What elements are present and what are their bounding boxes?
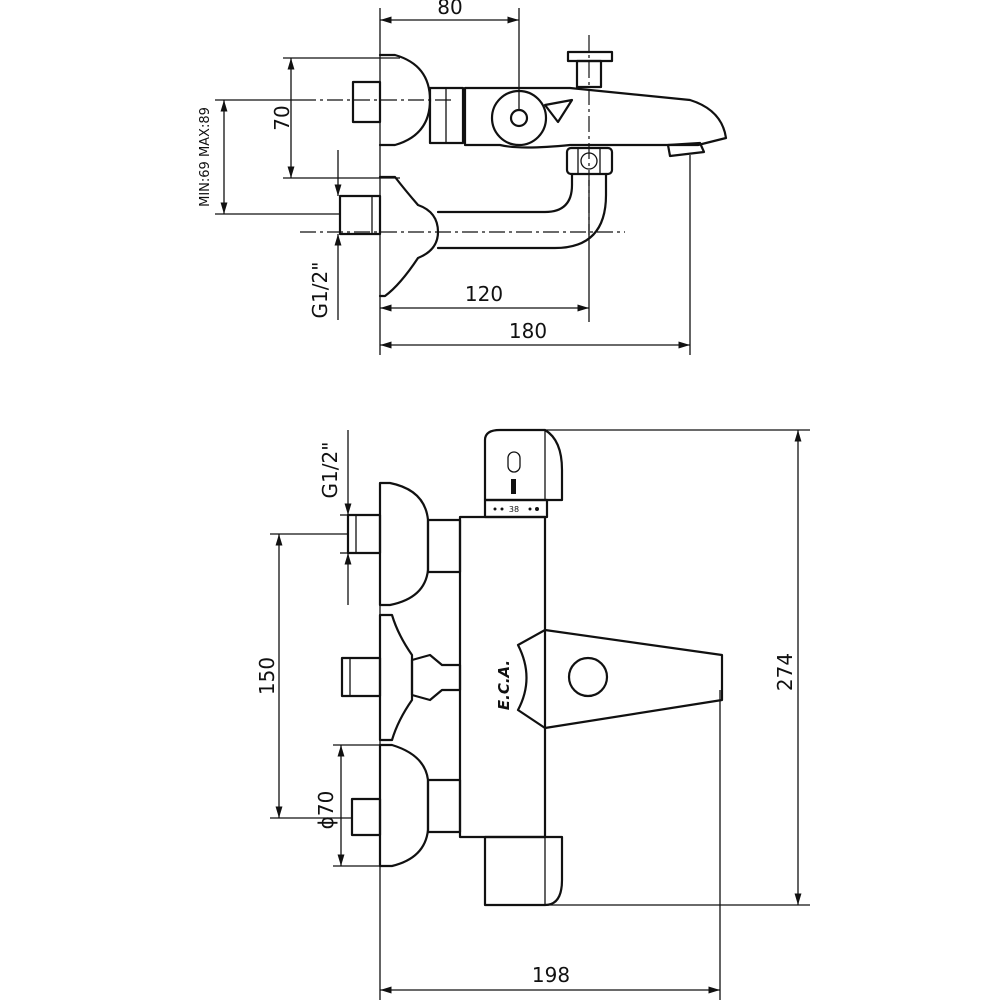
bottom-coupling xyxy=(426,778,462,834)
cap-indicator-mark xyxy=(511,479,516,494)
bottom-escutcheon xyxy=(378,743,430,868)
dim-label-120: 120 xyxy=(465,282,503,306)
front-view: 38 E.C.A. G1/2" xyxy=(255,428,810,1000)
dim-label-70: 70 xyxy=(270,105,294,130)
dim-label-thread-front: G1/2" xyxy=(318,442,342,499)
diverter-stem xyxy=(575,59,603,89)
brand-logo: E.C.A. xyxy=(495,660,513,710)
temperature-scale-label: 38 xyxy=(509,505,519,514)
dim-label-180: 180 xyxy=(509,319,547,343)
lever-hub xyxy=(567,656,609,698)
diverter-cap xyxy=(566,50,614,63)
upper-inlet-nut xyxy=(351,80,382,124)
thermostat-cap xyxy=(483,428,564,502)
dim-label-min-max: MIN:69 MAX:89 xyxy=(198,107,213,207)
dim-label-198: 198 xyxy=(532,963,570,987)
handle-center xyxy=(509,108,529,128)
side-view: 80 70 MIN:69 MAX:89 G1/2" 120 180 xyxy=(198,0,728,355)
dim-label-thread-side: G1/2" xyxy=(308,262,332,319)
mixer-lever xyxy=(516,628,724,730)
middle-escutcheon xyxy=(378,613,414,742)
middle-inlet-nut xyxy=(340,656,382,698)
top-escutcheon xyxy=(378,481,430,607)
dim-label-80: 80 xyxy=(437,0,462,19)
lower-inlet-nut xyxy=(338,194,382,236)
lower-escutcheon xyxy=(378,175,440,298)
dim-label-diameter-70: ϕ70 xyxy=(314,791,338,830)
handle-hub xyxy=(490,89,548,147)
cap-indicator-ring xyxy=(507,451,521,473)
bottom-inlet-nut xyxy=(350,797,382,837)
middle-coupling xyxy=(410,653,462,702)
top-coupling xyxy=(426,518,462,574)
top-inlet-nut xyxy=(346,513,382,555)
dim-label-150: 150 xyxy=(255,657,279,695)
pipe-inner xyxy=(436,172,574,214)
spout-aerator xyxy=(666,141,706,158)
dim-label-274: 274 xyxy=(773,653,797,691)
bottom-cap xyxy=(483,835,564,907)
pipe-outer xyxy=(436,172,608,250)
lever-tab xyxy=(543,98,574,124)
mixer-body xyxy=(463,86,728,149)
